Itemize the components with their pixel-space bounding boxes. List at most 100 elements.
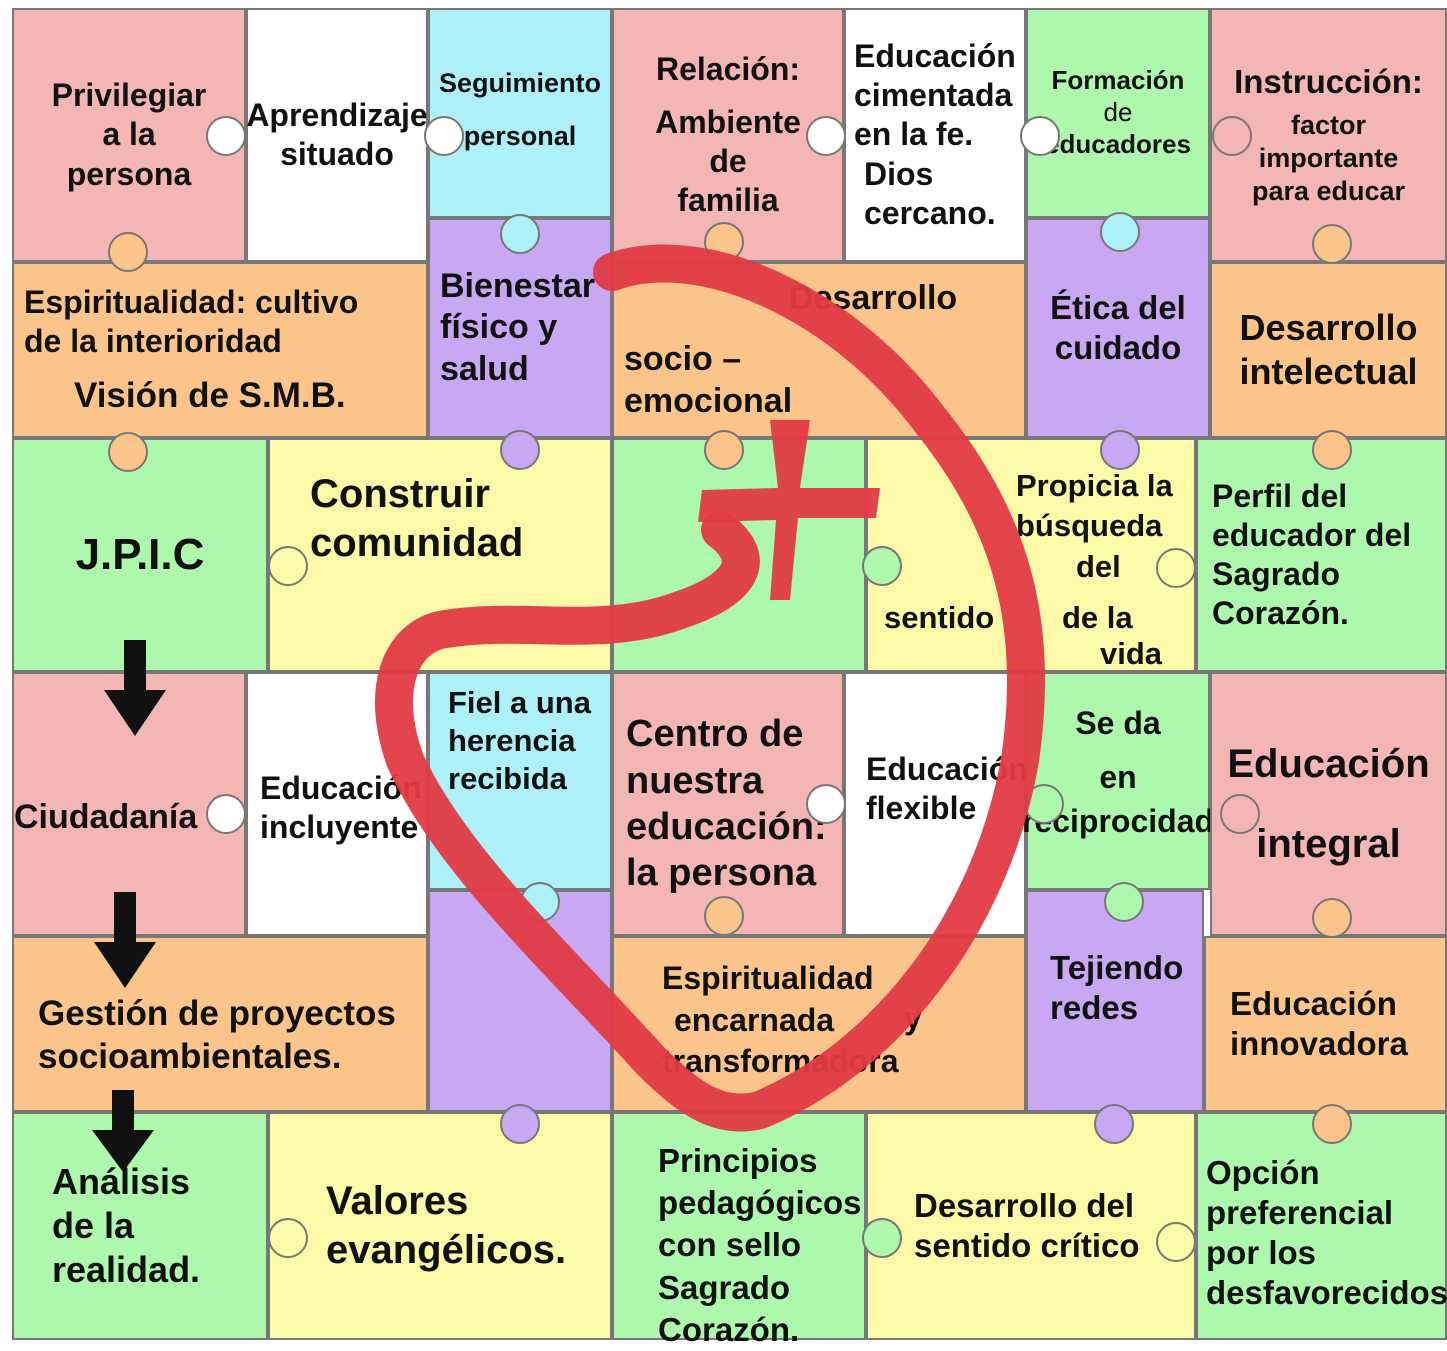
piece-text-line: pedagógicos [658,1184,862,1222]
piece-text-line: cuidado [1054,329,1182,366]
piece-text-line: de la [1062,600,1133,635]
piece-text-line: flexible [866,790,977,826]
piece-text-line: personal [463,121,577,151]
piece-text-line: Valores [326,1179,469,1224]
piece-text-line: evangélicos. [326,1228,567,1272]
piece-text-line: de [1103,97,1133,128]
piece-principios-pedagogicos: Principios pedagógicos con sello Sagrado… [612,1112,866,1348]
puzzle-knob [1100,212,1140,252]
piece-analisis-realidad: Análisis de la realidad. [12,1112,268,1340]
piece-text-line: salud [440,349,529,388]
piece-text-line: preferencial [1206,1193,1394,1231]
piece-text-line: Centro de [626,713,804,756]
piece-educacion-fe: Educación cimentada en la fe. Dios cerca… [844,8,1026,262]
piece-formacion: Formación de educadores [1026,8,1210,218]
puzzle-knob [1156,548,1196,588]
down-arrow-icon [92,1090,154,1172]
piece-text-line: con sello [658,1226,802,1264]
piece-text-line: Principios [658,1142,818,1179]
puzzle-knob [500,1104,540,1144]
puzzle-knob [1212,116,1252,156]
piece-text-line: Espiritualidad [662,960,874,996]
piece-text-line: Corazón. [658,1310,800,1348]
piece-purple-empty [428,890,612,1112]
piece-text-line: Corazón. [1212,595,1349,632]
piece-text-line: Propicia la [1016,468,1173,503]
puzzle-knob [500,430,540,470]
piece-text-line: en la fe. [854,116,974,153]
piece-text-line: familia [677,182,779,219]
piece-text-line: persona [66,155,192,192]
piece-text-line: Bienestar [440,266,595,305]
piece-perfil-educador: Perfil del educador del Sagrado Corazón. [1196,438,1447,672]
piece-text-line: Desarrollo [789,278,958,317]
puzzle-knob [1312,224,1352,264]
piece-text-line: socio – [624,340,742,379]
puzzle-knob [704,222,744,262]
piece-relacion: Relación: Ambiente de familia [612,8,844,262]
piece-text-line: importante [1258,142,1399,173]
piece-etica: Ética del cuidado [1026,218,1210,438]
piece-text-line: físico y [440,308,558,347]
piece-text-line: socioambientales. [38,1037,342,1076]
piece-jpic: J.P.I.C [12,438,268,672]
piece-text-line: recibida [448,760,567,796]
puzzle-knob [704,430,744,470]
piece-text-line: en [1099,759,1137,796]
puzzle-knob [1104,882,1144,922]
piece-desarrollo-intelectual: Desarrollo intelectual [1210,262,1447,438]
piece-text-line: para educar [1251,175,1406,206]
down-arrow-icon [94,892,156,988]
piece-text-line: Privilegiar [51,77,207,114]
piece-seguimiento: Seguimiento personal [428,8,612,218]
piece-desarrollo-socioemocional: Desarrollo socio – emocional [612,262,1026,438]
puzzle-knob [268,1218,308,1258]
piece-text-line: Gestión de proyectos [38,994,396,1034]
piece-text-line: Dios [864,155,934,192]
puzzle-knob [268,546,308,586]
piece-text-line: por los [1206,1234,1317,1271]
piece-text-line: Aprendizaje [246,96,428,133]
puzzle-knob [1024,784,1064,824]
piece-text-line: Instrucción: [1234,63,1423,101]
piece-text-line: transformadora [662,1043,899,1080]
piece-text-line: a la [102,116,156,153]
piece-educacion-innovadora: Educación innovadora [1204,936,1447,1112]
piece-tejiendo-redes: Tejiendo redes [1026,890,1204,1112]
piece-text-line: realidad. [52,1248,201,1290]
piece-text-line: incluyente [260,809,419,845]
piece-text-line: educación: [626,806,827,848]
piece-text-line: sentido [884,600,995,635]
piece-text-line: Educación [260,769,422,806]
piece-text-line: innovadora [1230,1025,1408,1062]
piece-text-line: nuestra [626,759,764,802]
piece-text-line: Desarrollo [1239,307,1418,349]
piece-text-line: del [1076,548,1121,584]
piece-valores-evangelicos: Valores evangélicos. [268,1112,612,1340]
puzzle-knob [520,882,560,922]
down-arrow-icon [104,640,166,736]
puzzle-knob [206,794,246,834]
puzzle-knob [806,784,846,824]
piece-text-line: encarnada [674,1001,835,1038]
piece-center-empty [612,438,866,672]
piece-text-line: Construir [310,472,490,516]
piece-text-line: desfavorecidos [1206,1274,1447,1312]
puzzle-knob [1220,794,1260,834]
piece-text-block: Propicia la búsqueda del [1016,466,1173,587]
piece-text-line: búsqueda [1016,508,1163,544]
piece-text-line: Ciudadanía [14,798,198,837]
puzzle-knob [1156,1222,1196,1262]
piece-espiritualidad-interioridad: Espiritualidad: cultivo de la interiorid… [12,262,428,438]
puzzle-knob [1094,1104,1134,1144]
piece-sentido-critico: Desarrollo del sentido crítico [866,1112,1196,1340]
piece-text-line: intelectual [1239,351,1418,392]
piece-gestion-proyectos: Gestión de proyectos socioambientales. [12,936,428,1112]
piece-text-line: cercano. [864,194,996,231]
puzzle-knob [108,232,148,272]
piece-text-line: Seguimiento [439,68,602,99]
piece-text-line: situado [280,136,394,172]
piece-text-line: Fiel a una [448,685,591,720]
piece-educacion-flexible: Educación flexible [844,672,1028,936]
puzzle-knob [1312,1104,1352,1144]
